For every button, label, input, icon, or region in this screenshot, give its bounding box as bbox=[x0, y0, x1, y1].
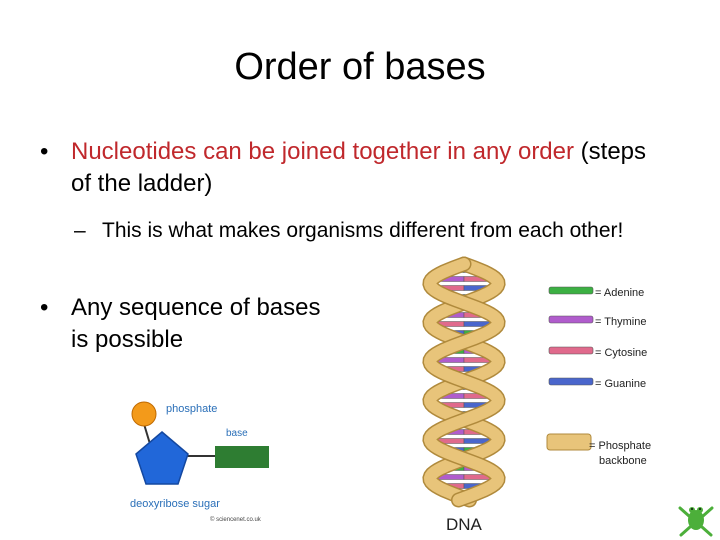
phosphate-bond bbox=[143, 423, 151, 445]
legend-label: = Guanine bbox=[595, 378, 646, 390]
highlighted-text: Nucleotides can be joined together in an… bbox=[71, 138, 574, 165]
bullet-text: Nucleotides can be joined together in an… bbox=[71, 136, 671, 200]
dna-legend: = Adenine = Thymine = Cytosine = Guanine… bbox=[546, 286, 651, 467]
phosphate-label: phosphate bbox=[166, 403, 217, 415]
nucleotide-diagram: phosphate base deoxyribose sugar © scien… bbox=[130, 401, 269, 523]
bullet-dot: • bbox=[40, 294, 49, 321]
legend-item-thymine: = Thymine bbox=[548, 315, 646, 328]
slide-title: Order of bases bbox=[234, 46, 486, 88]
sugar-label: deoxyribose sugar bbox=[130, 498, 220, 510]
sub-bullet-text: This is what makes organisms different f… bbox=[102, 219, 624, 242]
legend-label: = Adenine bbox=[595, 287, 644, 299]
legend-swatch bbox=[548, 315, 594, 324]
legend-item-phosphate-backbone: = Phosphate backbone bbox=[546, 433, 651, 467]
legend-swatch bbox=[548, 346, 594, 355]
frog-icon bbox=[678, 506, 714, 537]
legend-swatch bbox=[546, 433, 592, 451]
legend-swatch bbox=[548, 286, 594, 295]
base-rect bbox=[215, 446, 269, 468]
dna-caption: DNA bbox=[446, 515, 483, 534]
dna-helix: DNA bbox=[422, 256, 506, 534]
bullet-dot: • bbox=[40, 138, 49, 165]
backbone-strand bbox=[423, 258, 505, 506]
sugar-pentagon bbox=[135, 431, 189, 485]
legend-swatch bbox=[548, 377, 594, 386]
legend-label: = Phosphate bbox=[589, 440, 651, 452]
base-label: base bbox=[226, 428, 248, 439]
phosphate-circle bbox=[131, 401, 157, 427]
bullet-text: Any sequence of bases is possible bbox=[71, 294, 321, 353]
plain-text: (steps of the ladder) bbox=[71, 138, 647, 197]
legend-label-line2: backbone bbox=[599, 455, 647, 467]
legend-label: = Thymine bbox=[595, 316, 646, 328]
legend-item-cytosine: = Cytosine bbox=[548, 346, 647, 359]
copyright-text: © sciencenet.co.uk bbox=[210, 516, 262, 523]
legend-item-guanine: = Guanine bbox=[548, 377, 646, 390]
sub-bullet-dash: – bbox=[74, 219, 86, 242]
legend-item-adenine: = Adenine bbox=[548, 286, 644, 299]
legend-label: = Cytosine bbox=[595, 347, 647, 359]
